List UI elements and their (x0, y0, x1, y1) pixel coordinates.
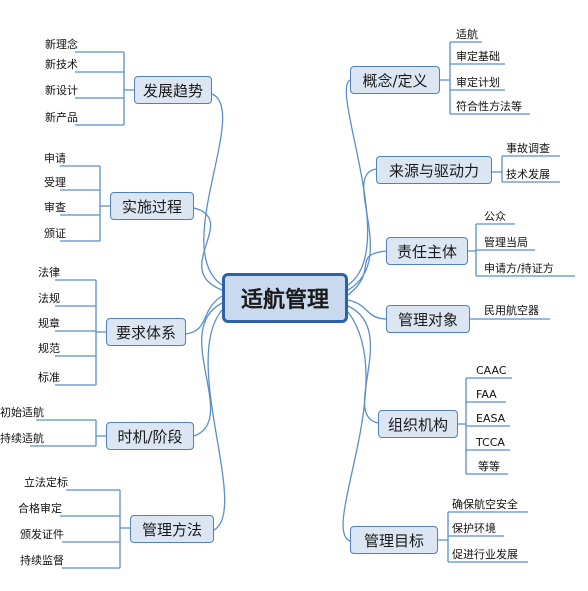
leaf-org-4: TCCA (476, 436, 505, 449)
leaf-process-4: 颁证 (44, 227, 66, 240)
leaf-subject-1: 公众 (484, 210, 506, 223)
node-subject: 责任主体 (386, 237, 468, 265)
leaf-concept-3: 审定计划 (456, 76, 500, 89)
leaf-stage-2: 持续适航 (0, 432, 44, 445)
leaf-concept-1: 适航 (456, 28, 478, 41)
leaf-require-4: 规范 (38, 342, 60, 355)
node-method: 管理方法 (130, 515, 214, 543)
leaf-subject-3: 申请方/持证方 (484, 262, 554, 275)
leaf-require-1: 法律 (38, 266, 60, 279)
leaf-org-1: CAAC (476, 364, 507, 377)
leaf-trend-4: 新产品 (45, 111, 78, 124)
node-goal: 管理目标 (350, 526, 438, 554)
leaf-org-5: 等等 (478, 460, 500, 473)
leaf-org-3: EASA (476, 412, 506, 425)
leaf-concept-2: 审定基础 (456, 50, 500, 63)
node-require: 要求体系 (106, 318, 186, 346)
node-trend: 发展趋势 (134, 76, 212, 104)
center-node: 适航管理 (222, 273, 348, 323)
leaf-require-5: 标准 (38, 371, 60, 384)
leaf-stage-1: 初始适航 (0, 406, 44, 419)
leaf-method-2: 合格审定 (18, 502, 62, 515)
leaf-process-1: 申请 (44, 152, 66, 165)
node-stage: 时机/阶段 (106, 422, 194, 450)
leaf-method-4: 持续监督 (20, 554, 64, 567)
leaf-concept-4: 符合性方法等 (456, 100, 522, 113)
leaf-process-2: 受理 (44, 176, 66, 189)
leaf-object-1: 民用航空器 (484, 304, 539, 317)
leaf-process-3: 审查 (44, 201, 66, 214)
leaf-trend-2: 新技术 (45, 58, 78, 71)
node-source: 来源与驱动力 (376, 156, 492, 184)
leaf-trend-1: 新理念 (45, 38, 78, 51)
node-concept: 概念/定义 (350, 66, 440, 94)
leaf-org-2: FAA (476, 388, 497, 401)
leaf-method-3: 颁发证件 (20, 528, 64, 541)
leaf-goal-1: 确保航空安全 (452, 498, 518, 511)
leaf-goal-3: 促进行业发展 (452, 548, 518, 561)
leaf-trend-3: 新设计 (45, 84, 78, 97)
node-object: 管理对象 (386, 305, 470, 333)
leaf-require-2: 法规 (38, 292, 60, 305)
leaf-goal-2: 保护环境 (452, 522, 496, 535)
leaf-method-1: 立法定标 (24, 476, 68, 489)
leaf-source-1: 事故调查 (506, 142, 550, 155)
node-org: 组织机构 (378, 410, 458, 438)
leaf-source-2: 技术发展 (506, 168, 550, 181)
leaf-require-3: 规章 (38, 317, 60, 330)
node-process: 实施过程 (110, 192, 194, 220)
leaf-subject-2: 管理当局 (484, 236, 528, 249)
